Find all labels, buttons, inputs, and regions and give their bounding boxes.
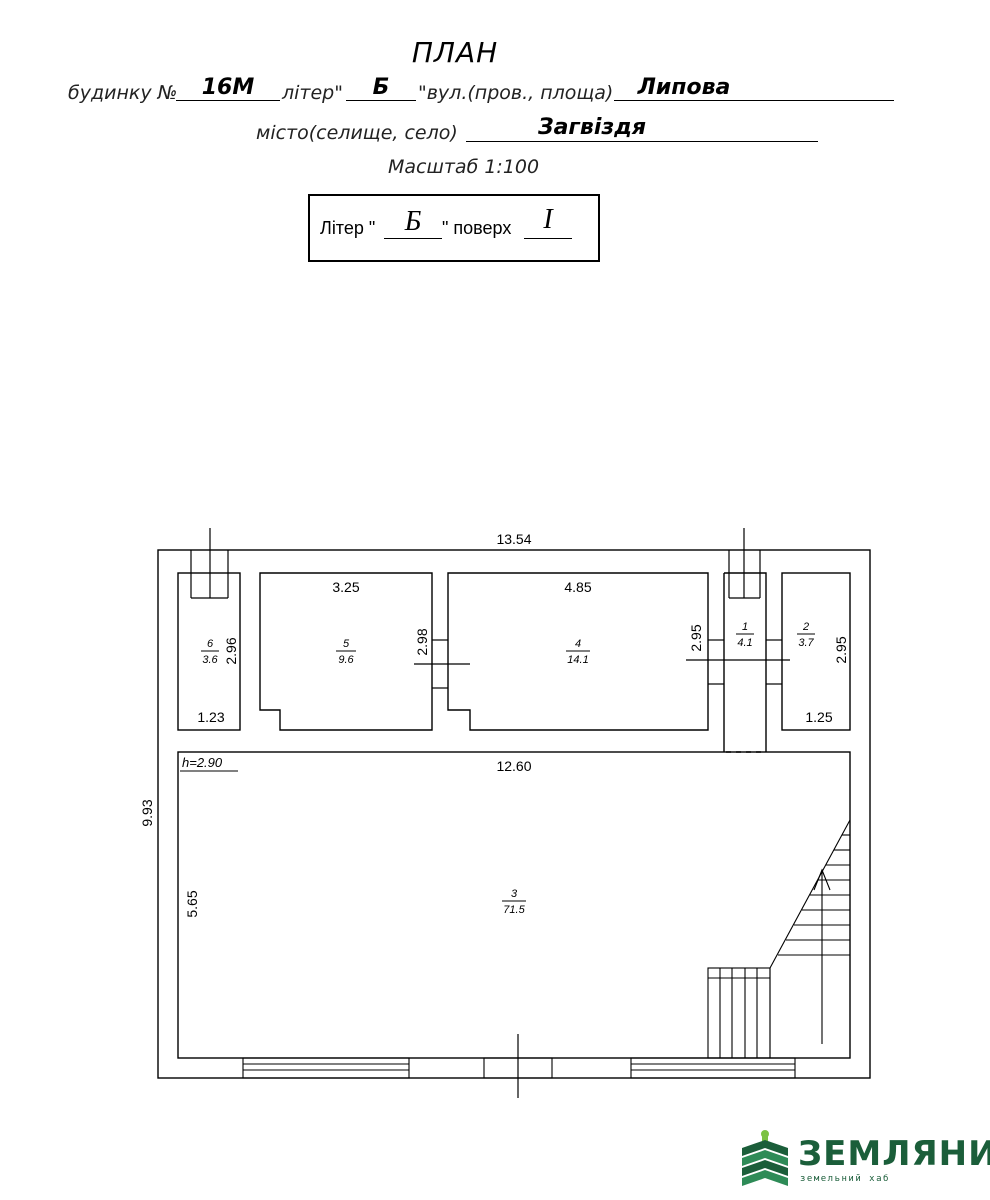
street-label: "вул.(пров., площа) bbox=[418, 82, 614, 104]
hall-depth-dim: 5.65 bbox=[184, 890, 200, 917]
room-3-number: 3 bbox=[511, 888, 518, 900]
city-underline bbox=[466, 141, 818, 142]
room-4-width-dim: 4.85 bbox=[564, 579, 591, 595]
plan-title: ПЛАН bbox=[411, 36, 499, 69]
room-4-number: 4 bbox=[575, 638, 581, 650]
logo-mark-icon bbox=[742, 1130, 788, 1186]
outer-wall bbox=[157, 549, 871, 1079]
room-6-wall bbox=[177, 572, 241, 731]
box-liter-underline bbox=[384, 238, 442, 239]
room-5-width-dim: 3.25 bbox=[332, 579, 359, 595]
floor-info-box: Літер " Б " поверх I bbox=[308, 194, 600, 262]
room-5-number: 5 bbox=[343, 638, 350, 650]
window bbox=[630, 1057, 796, 1079]
entrance-door bbox=[483, 1057, 553, 1079]
box-liter-label: Літер " bbox=[320, 218, 376, 238]
liter-label: літер" bbox=[282, 82, 343, 104]
scale-label: Масштаб 1:100 bbox=[388, 156, 540, 178]
staircase bbox=[707, 819, 851, 1059]
room-5-wall bbox=[259, 572, 433, 731]
overall-width-dim: 13.54 bbox=[496, 531, 531, 547]
box-floor-value: I bbox=[543, 204, 553, 235]
logo-tagline: земельний хаб bbox=[800, 1174, 890, 1184]
logo-name: ЗЕМЛЯНИ bbox=[798, 1134, 990, 1174]
room-4-depth-dim: 2.98 bbox=[414, 628, 430, 655]
window bbox=[242, 1057, 410, 1079]
room-6-area: 3.6 bbox=[202, 654, 218, 666]
room-6-depth-dim: 2.96 bbox=[223, 637, 239, 664]
ceiling-height: h=2.90 bbox=[182, 755, 223, 770]
street-underline bbox=[614, 100, 894, 101]
room-1-area: 4.1 bbox=[737, 637, 752, 649]
city-value: Загвіздя bbox=[537, 115, 647, 140]
box-liter-value: Б bbox=[404, 206, 422, 237]
liter-value: Б bbox=[372, 75, 390, 100]
room-1-depth-dim: 2.95 bbox=[688, 624, 704, 651]
room-2-wall bbox=[781, 572, 851, 731]
street-value: Липова bbox=[637, 75, 731, 100]
room-5-area: 9.6 bbox=[338, 654, 354, 666]
room-2-width-dim: 1.25 bbox=[805, 709, 832, 725]
overall-depth-dim: 9.93 bbox=[139, 799, 155, 826]
liter-underline bbox=[346, 100, 416, 101]
room-1-number: 1 bbox=[742, 621, 748, 633]
house-number-label: будинку № bbox=[68, 82, 178, 104]
room-2-depth-dim: 2.95 bbox=[833, 636, 849, 663]
room-4-area: 14.1 bbox=[567, 654, 588, 666]
box-floor-underline bbox=[524, 238, 572, 239]
hall-width-dim: 12.60 bbox=[496, 758, 531, 774]
logo: ЗЕМЛЯНИ земельний хаб bbox=[740, 1130, 990, 1190]
room-6-width-dim: 1.23 bbox=[197, 709, 224, 725]
room-1-wall bbox=[723, 572, 767, 752]
city-label: місто(селище, село) bbox=[256, 122, 458, 144]
room-2-number: 2 bbox=[802, 621, 809, 633]
room-6-number: 6 bbox=[207, 638, 214, 650]
house-number-underline bbox=[176, 100, 280, 101]
box-floor-label: " поверх bbox=[442, 218, 512, 238]
room-4-wall bbox=[447, 572, 709, 731]
house-number-value: 16М bbox=[201, 75, 255, 100]
room-2-area: 3.7 bbox=[798, 637, 814, 649]
room-3-area: 71.5 bbox=[503, 904, 525, 916]
